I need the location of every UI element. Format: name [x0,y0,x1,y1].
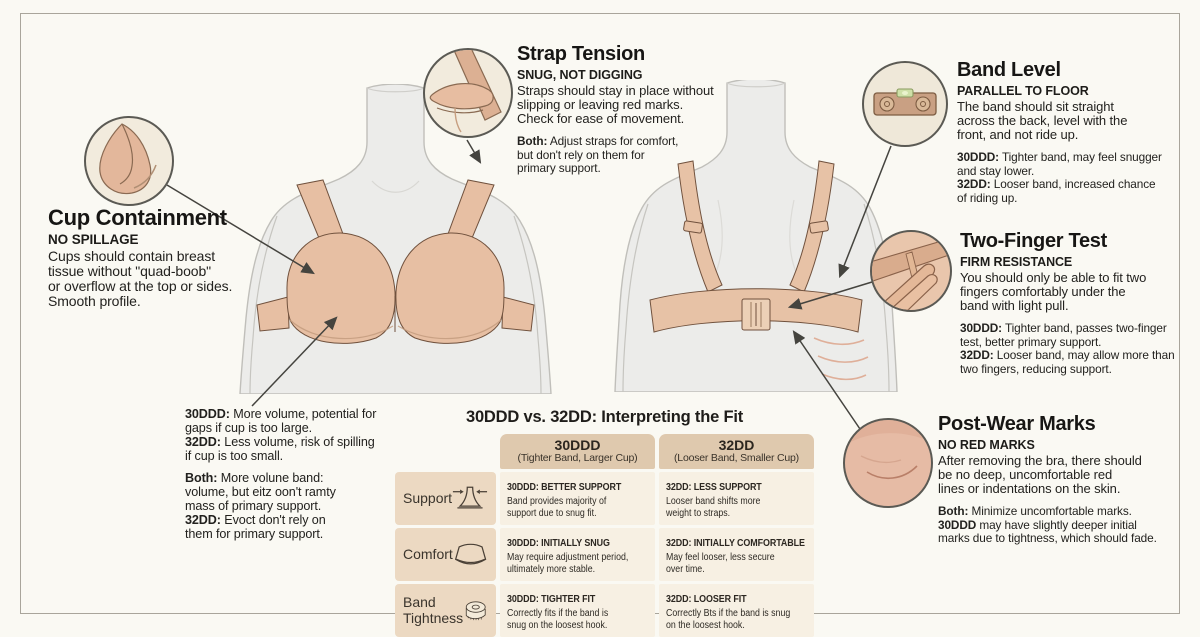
callout-subtitle: SNUG, NOT DIGGING [517,68,643,82]
skin-marks-icon [843,418,933,508]
callout-two-finger-test: Two-Finger Test FIRM RESISTANCE You shou… [960,231,1182,376]
callout-note: 30DDD: Tighter band, passes two-finger t… [960,321,1175,376]
callout-cup-containment: Cup Containment NO SPILLAGE Cups should … [48,206,298,310]
callout-subtitle: NO SPILLAGE [48,232,139,248]
callout-title: Post-Wear Marks [938,413,1096,435]
comparison-table: 30DDD (Tighter Band, Larger Cup) 32DD (L… [395,434,814,637]
strap-pull-detail-icon [423,48,513,138]
callout-body: You should only be able to fit two finge… [960,270,1147,314]
callout-body: The band should sit straight across the … [957,99,1128,143]
table-col-header-30ddd: 30DDD (Tighter Band, Larger Cup) [500,434,655,469]
row-label-band-tightness: Band Tightness [395,584,496,637]
callout-band-level: Band Level PARALLEL TO FLOOR The band sh… [957,60,1179,205]
row-label-support: Support [395,471,496,525]
table-col-header-32dd: 32DD (Looser Band, Smaller Cup) [659,434,814,469]
front-bra [256,179,535,344]
callout-title: Two-Finger Test [960,230,1107,252]
two-finger-band-icon [870,230,952,312]
callout-note: Both: Minimize uncomfortable marks. 30DD… [938,504,1157,546]
callout-strap-tension: Strap Tension SNUG, NOT DIGGING Straps s… [517,44,767,176]
callout-title: Strap Tension [517,43,645,65]
cell-comfort-32dd: 32DD: INITIALLY COMFORTABLE May feel loo… [659,527,814,582]
breast-cup-detail-icon [84,116,174,206]
callout-body: Cups should contain breast tissue withou… [48,248,233,310]
back-bra-band [649,160,863,333]
callout-body: Straps should stay in place without slip… [517,83,714,127]
inward-arrows-gore-icon [452,486,488,509]
red-marks [813,337,869,381]
cell-support-30ddd: 30DDD: BETTER SUPPORT Band provides majo… [500,471,655,525]
callout-title: Cup Containment [48,205,227,230]
mannequin-front-illustration [239,84,552,394]
fabric-band-icon [454,544,487,565]
mannequin-back-illustration [614,80,898,392]
callout-subtitle: PARALLEL TO FLOOR [957,84,1089,98]
volume-note: 30DDD: More volume, potential for gaps i… [185,407,377,541]
cell-band-tightness-30ddd: 30DDD: TIGHTER FIT Correctly fits if the… [500,584,655,637]
row-label-comfort: Comfort [395,527,496,582]
callout-body: After removing the bra, there should be … [938,453,1142,497]
cell-band-tightness-32dd: 32DD: LOOSER FIT Correctly Bts if the ba… [659,584,814,637]
callout-post-wear-marks: Post-Wear Marks NO RED MARKS After remov… [938,414,1178,546]
measuring-tape-icon [466,601,486,620]
callout-subtitle: FIRM RESISTANCE [960,255,1073,269]
table-title: 30DDD vs. 32DD: Interpreting the Fit [465,408,743,426]
callout-note: 30DDD: Tighter band, may feel snugger an… [957,150,1162,205]
cell-comfort-30ddd: 30DDD: INITIALLY SNUG May require adjust… [500,527,655,582]
callout-title: Band Level [957,59,1061,81]
callout-note: Both: Adjust straps for comfort, but don… [517,134,679,176]
callout-subtitle: NO RED MARKS [938,438,1035,452]
spirit-level-icon [862,61,948,147]
band-closure [741,298,771,331]
cell-support-32dd: 32DD: LESS SUPPORT Looser band shifts mo… [659,471,814,525]
